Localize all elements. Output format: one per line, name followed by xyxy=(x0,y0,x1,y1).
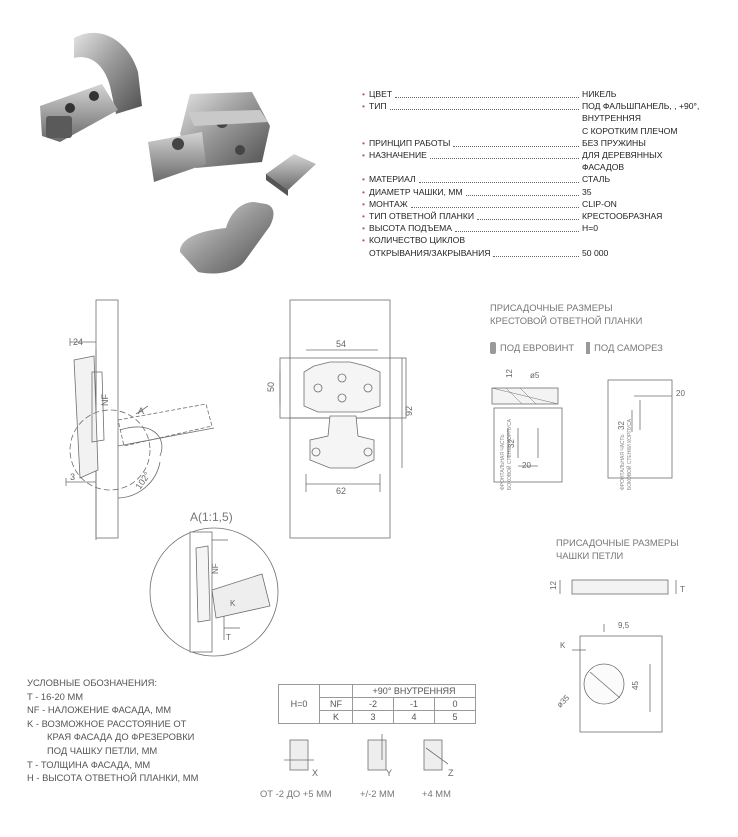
hinge-open-photo xyxy=(40,32,142,142)
self-tap-screw-icon xyxy=(586,342,591,355)
cup-drilling-drawing xyxy=(559,579,677,733)
plate-d20a: 20 xyxy=(522,461,531,470)
adjust-x: X xyxy=(312,768,318,778)
mounting-plate-photo xyxy=(266,154,316,190)
legend: УСЛОВНЫЕ ОБОЗНАЧЕНИЯ: T - 16-20 ММ NF - … xyxy=(27,677,199,784)
detail-a-drawing xyxy=(149,527,279,657)
dim-24: 24 xyxy=(73,337,83,347)
detail-t: T xyxy=(226,633,231,642)
front-view-drawing xyxy=(279,299,407,539)
label-a: A xyxy=(138,406,144,416)
plate-section-title: ПРИСАДОЧНЫЕ РАЗМЕРЫ КРЕСТОВОЙ ОТВЕТНОЙ П… xyxy=(490,302,643,326)
adjust-z: Z xyxy=(448,768,454,778)
side-note-1: ФРОНТАЛЬНАЯ ЧАСТЬ xyxy=(500,434,506,490)
spec-row-cycles: •КОЛИЧЕСТВО ЦИКЛОВ xyxy=(362,235,466,246)
side-note-3: ФРОНТАЛЬНАЯ ЧАСТЬ xyxy=(620,434,626,490)
plate-d12: 12 xyxy=(505,369,514,378)
cup-section-title: ПРИСАДОЧНЫЕ РАЗМЕРЫ ЧАШКИ ПЕТЛИ xyxy=(556,537,679,561)
dim-62: 62 xyxy=(336,486,346,496)
adjust-y-range: +/-2 ММ xyxy=(360,788,395,799)
detail-nf: NF xyxy=(211,563,220,574)
plate-d32b: 32 xyxy=(617,421,626,430)
dim-54: 54 xyxy=(336,339,346,349)
dim-50: 50 xyxy=(266,382,276,392)
adjust-z-range: +4 ММ xyxy=(422,788,451,799)
plate-d20b: 20 xyxy=(676,389,685,398)
cover-cap-photo xyxy=(180,202,274,274)
detail-title: A(1:1,5) xyxy=(190,510,233,524)
side-note-4: БОКОВОЙ СТЕНКИ КОРПУСА xyxy=(625,418,633,490)
plate-drilling-drawing xyxy=(491,379,673,483)
cup-d95: 9,5 xyxy=(618,621,630,630)
adjust-x-range: ОТ -2 ДО +5 ММ xyxy=(260,788,332,799)
hinge-closed-photo xyxy=(148,92,270,182)
side-view-drawing xyxy=(65,299,215,540)
cup-d12: 12 xyxy=(549,581,558,590)
dim-92: 92 xyxy=(404,406,414,416)
euro-screw-icon xyxy=(490,342,496,355)
cup-k: K xyxy=(560,641,566,650)
dim-angle: 102° xyxy=(133,470,152,491)
cup-d45: 45 xyxy=(631,681,640,690)
product-photo xyxy=(40,32,316,274)
screw-legend: ПОД ЕВРОВИНТ ПОД САМОРЕЗ xyxy=(490,342,663,355)
adjust-y: Y xyxy=(386,768,392,778)
cup-t: T xyxy=(680,585,685,594)
dim-nf: NF xyxy=(100,394,110,406)
adjust-icons xyxy=(284,734,449,771)
dim-3: 3 xyxy=(70,472,75,482)
overlay-table: H=0 +90° ВНУТРЕННЯЯ NF -2 -1 0 K 3 4 5 xyxy=(278,684,476,724)
plate-d32a: 32 xyxy=(507,439,516,448)
plate-d5: ø5 xyxy=(530,371,540,380)
detail-k: K xyxy=(230,599,236,608)
side-note-2: БОКОВОЙ СТЕНКИ КОРПУСА xyxy=(505,418,513,490)
cup-d35: ø35 xyxy=(555,693,572,710)
